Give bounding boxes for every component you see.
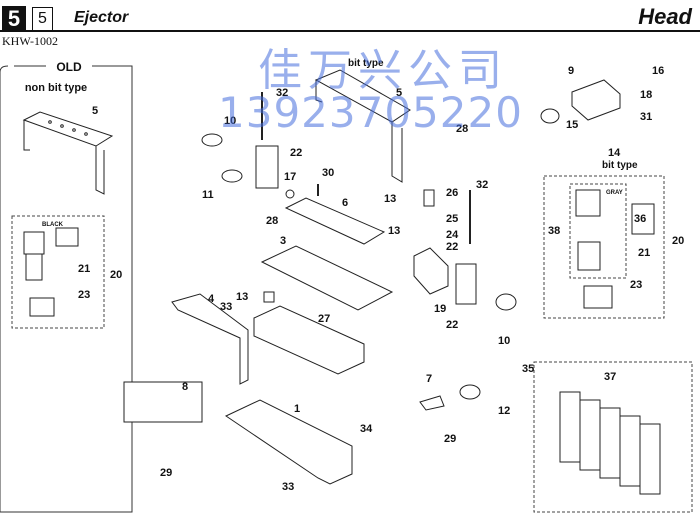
valve-group-dashed-box xyxy=(543,175,665,319)
callout-13-b: 13 xyxy=(388,225,400,237)
callout-38: 38 xyxy=(548,225,560,237)
mount-plate-part xyxy=(224,399,353,485)
header-rule xyxy=(0,30,700,32)
callout-19: 19 xyxy=(434,303,446,315)
bit-type-bracket xyxy=(314,69,411,183)
callout-13-c: 13 xyxy=(236,291,248,303)
callout-24: 24 xyxy=(446,229,459,241)
old-bracket-part xyxy=(22,111,114,195)
callout-4: 4 xyxy=(208,293,215,305)
callout-27: 27 xyxy=(318,313,330,325)
elbow-fitting-part-3 xyxy=(459,384,481,400)
base-plate-part xyxy=(260,245,394,311)
bit-type-label-right: bit type xyxy=(602,160,638,171)
valve-inner-dashed-box xyxy=(569,183,627,279)
callout-20-right: 20 xyxy=(672,235,684,247)
valve-bank-part xyxy=(559,391,661,495)
old-box-subtitle: non bit type xyxy=(25,82,87,94)
vacuum-block-part xyxy=(571,79,621,121)
callout-36: 36 xyxy=(634,213,646,225)
callout-25: 25 xyxy=(446,213,458,225)
plug-part xyxy=(285,189,295,199)
elbow-fitting-part xyxy=(201,133,223,147)
callout-30: 30 xyxy=(322,167,334,179)
callout-11: 11 xyxy=(202,189,214,201)
manifold-bar-part xyxy=(284,197,386,245)
watermark-phone: 13923705220 xyxy=(218,88,523,137)
elbow-fitting-part-4 xyxy=(540,108,560,124)
callout-13-a: 13 xyxy=(384,193,396,205)
callout-31: 31 xyxy=(640,111,652,123)
callout-5-old: 5 xyxy=(92,105,98,117)
model-code: KHW-1002 xyxy=(2,34,58,48)
callout-10-b: 10 xyxy=(498,335,510,347)
callout-5-top: 5 xyxy=(396,87,402,99)
connector-strip-part xyxy=(123,381,203,423)
callout-17: 17 xyxy=(284,171,296,183)
callout-29-b: 29 xyxy=(444,433,456,445)
manifold-body-part xyxy=(253,305,365,375)
callout-20-old: 20 xyxy=(110,269,122,281)
mount-block-part xyxy=(255,145,279,189)
filter-part xyxy=(423,189,435,207)
callout-1: 1 xyxy=(294,403,300,415)
old-solenoid-valve xyxy=(23,227,79,281)
valve-bank-dashed-box xyxy=(533,361,693,513)
callout-21-right: 21 xyxy=(638,247,650,259)
solenoid-valve-part xyxy=(575,189,655,309)
elbow-fitting-part-2 xyxy=(495,293,517,311)
callout-21-old: 21 xyxy=(78,263,90,275)
section-title: Ejector xyxy=(74,9,129,26)
callout-22-c: 22 xyxy=(446,319,458,331)
callout-7: 7 xyxy=(426,373,432,385)
gray-color-label: GRAY xyxy=(606,190,623,196)
old-valve-dashed-box xyxy=(11,215,105,329)
callout-6: 6 xyxy=(342,197,348,209)
callout-28-b: 28 xyxy=(266,215,278,227)
callout-12: 12 xyxy=(498,405,510,417)
callout-37: 37 xyxy=(604,371,616,383)
clamp-part xyxy=(419,395,445,411)
callout-32-a: 32 xyxy=(276,87,288,99)
old-box-title: OLD xyxy=(56,60,82,74)
straight-fitting-part xyxy=(221,169,243,183)
nipple-part xyxy=(263,291,275,303)
callout-29-a: 29 xyxy=(160,467,172,479)
callout-23-right: 23 xyxy=(630,279,642,291)
callout-8: 8 xyxy=(182,381,188,393)
callout-14: 14 xyxy=(608,147,621,159)
page-number-box: 5 xyxy=(2,6,26,32)
callout-33-a: 33 xyxy=(220,301,232,313)
callout-18: 18 xyxy=(640,89,652,101)
black-color-label: BLACK xyxy=(42,222,64,228)
bit-type-label-top: bit type xyxy=(348,58,384,69)
callout-28-a: 28 xyxy=(456,123,468,135)
group-title: Head xyxy=(638,4,692,29)
ejector-block-part xyxy=(413,247,449,295)
callout-16: 16 xyxy=(652,65,664,77)
callout-32-b: 32 xyxy=(476,179,488,191)
callout-22-a: 22 xyxy=(290,147,302,159)
old-connector xyxy=(29,297,55,317)
old-parts-box: OLD non bit type 5 BLACK 21 20 23 xyxy=(0,60,133,513)
callout-26: 26 xyxy=(446,187,458,199)
callout-34: 34 xyxy=(360,423,373,435)
side-bracket-part xyxy=(171,293,249,385)
watermark-company: 佳万兴公司 xyxy=(258,45,508,96)
callout-23-old: 23 xyxy=(78,289,90,301)
callout-3: 3 xyxy=(280,235,286,247)
callout-10-a: 10 xyxy=(224,115,236,127)
mount-block-part-2 xyxy=(455,263,477,305)
callout-33-b: 33 xyxy=(282,481,294,493)
callout-9: 9 xyxy=(568,65,574,77)
callout-35: 35 xyxy=(522,363,534,375)
callout-15: 15 xyxy=(566,119,578,131)
callout-22-b: 22 xyxy=(446,241,458,253)
